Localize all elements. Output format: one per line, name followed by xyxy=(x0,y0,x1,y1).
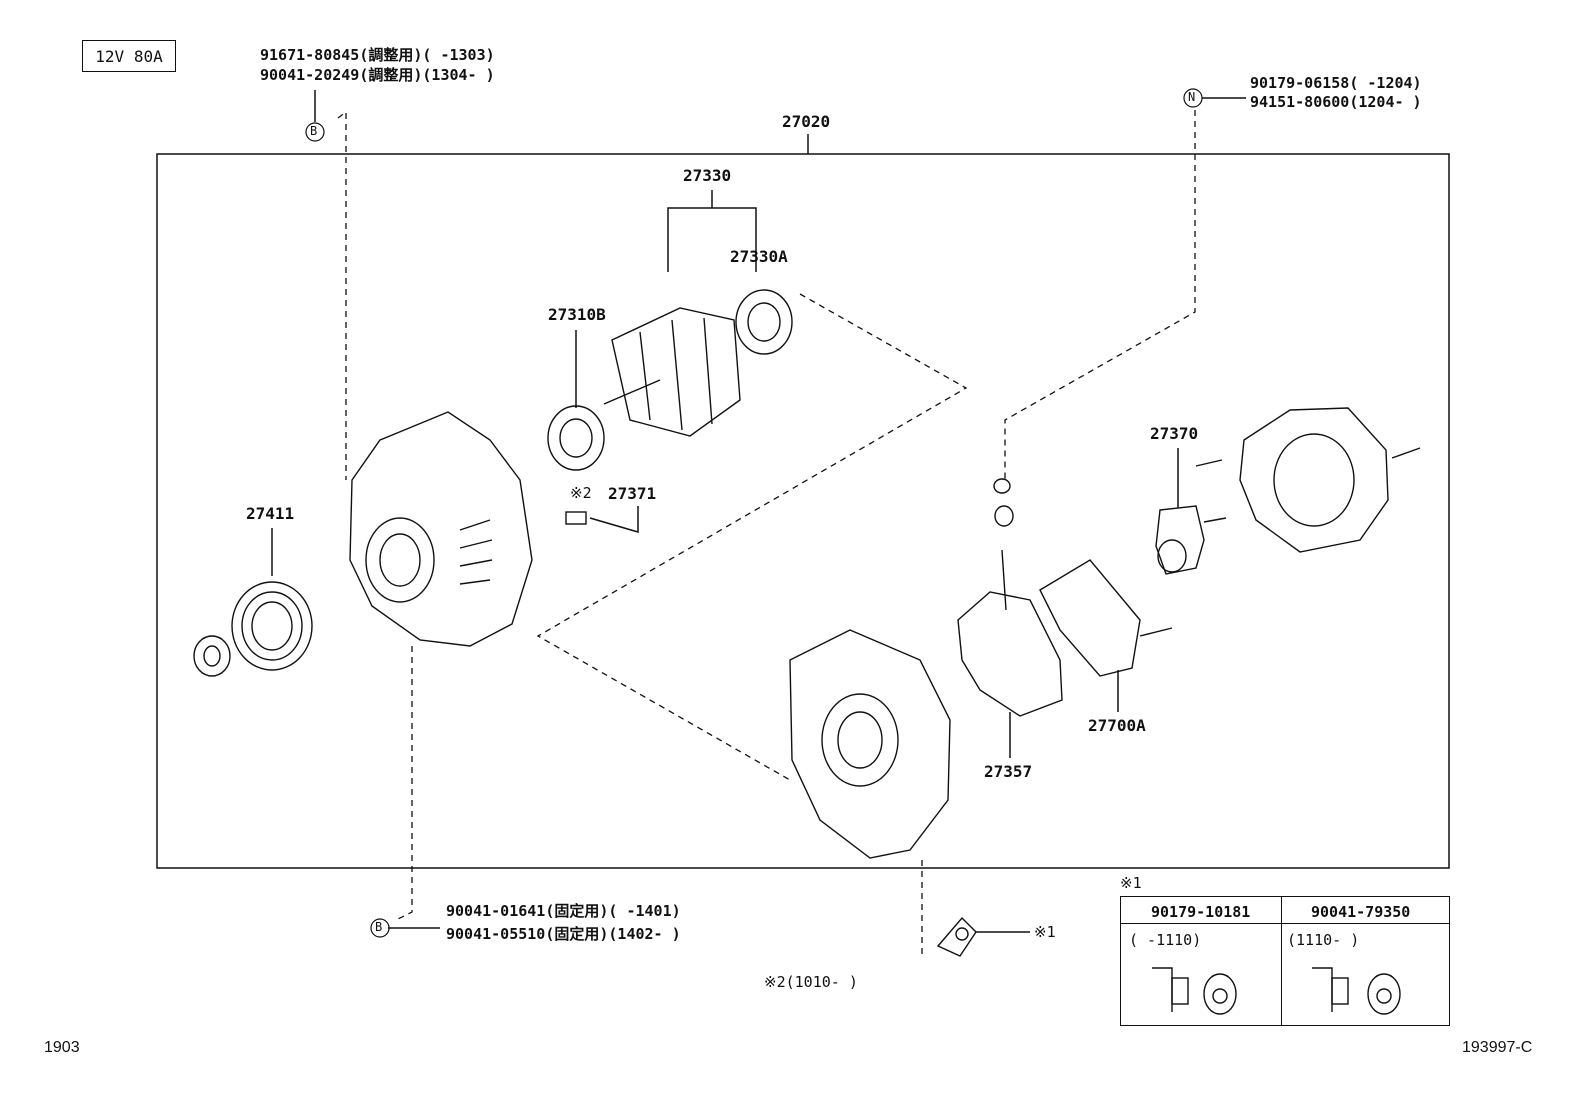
table-col2-header: 90041-79350 xyxy=(1311,903,1411,921)
part-27330: 27330 xyxy=(683,166,732,185)
rear-housing-sketch xyxy=(789,629,951,859)
part-27020: 27020 xyxy=(782,112,831,131)
note-bottom-1: 90041-01641(固定用)( -1401) xyxy=(446,902,681,920)
brush-holder-sketch xyxy=(1155,505,1205,575)
part-27357: 27357 xyxy=(984,762,1033,781)
rotor-sketch xyxy=(611,307,741,437)
part-27370: 27370 xyxy=(1150,424,1199,443)
part-27330a: 27330A xyxy=(730,247,788,266)
spec-box: 12V 80A xyxy=(82,40,176,72)
pulley-sketch xyxy=(231,581,313,671)
footer-right: 193997-C xyxy=(1462,1039,1533,1056)
bearing-sketch xyxy=(547,405,605,471)
marker-b-top: B xyxy=(310,124,318,138)
part-27310b: 27310B xyxy=(548,305,606,324)
rectifier-sketch xyxy=(957,591,1063,717)
marker-n-top: N xyxy=(1188,90,1196,104)
note-top-left-1: 91671-80845(調整用)( -1303) xyxy=(260,46,495,64)
part-27411: 27411 xyxy=(246,504,295,523)
table-title: ※1 xyxy=(1120,874,1142,892)
rear-cover-sketch xyxy=(1239,407,1389,553)
part-27700a: 27700A xyxy=(1088,716,1146,735)
regulator-sketch xyxy=(1039,559,1141,677)
note-top-right-1: 90179-06158( -1204) xyxy=(1250,74,1422,92)
assembly-frame xyxy=(156,153,1450,869)
note-top-left-2: 90041-20249(調整用)(1304- ) xyxy=(260,66,495,84)
marker-b-bottom: B xyxy=(375,920,383,934)
reference-table: 90179-10181 90041-79350 ( -1110) (1110- … xyxy=(1120,896,1450,1026)
table-col2-range: (1110- ) xyxy=(1287,931,1360,949)
note-top-right-2: 94151-80600(1204- ) xyxy=(1250,93,1422,111)
front-housing-sketch xyxy=(349,411,533,647)
note-bottom-2: 90041-05510(固定用)(1402- ) xyxy=(446,925,681,943)
table-col1-header: 90179-10181 xyxy=(1151,903,1251,921)
callout-star2-note: ※2(1010- ) xyxy=(764,973,858,991)
table-col1-range: ( -1110) xyxy=(1129,931,1202,949)
footer-left: 1903 xyxy=(44,1039,80,1056)
callout-star1: ※1 xyxy=(1034,923,1056,941)
part-27371: 27371 xyxy=(608,484,657,503)
part-27371-mark: ※2 xyxy=(570,484,592,502)
